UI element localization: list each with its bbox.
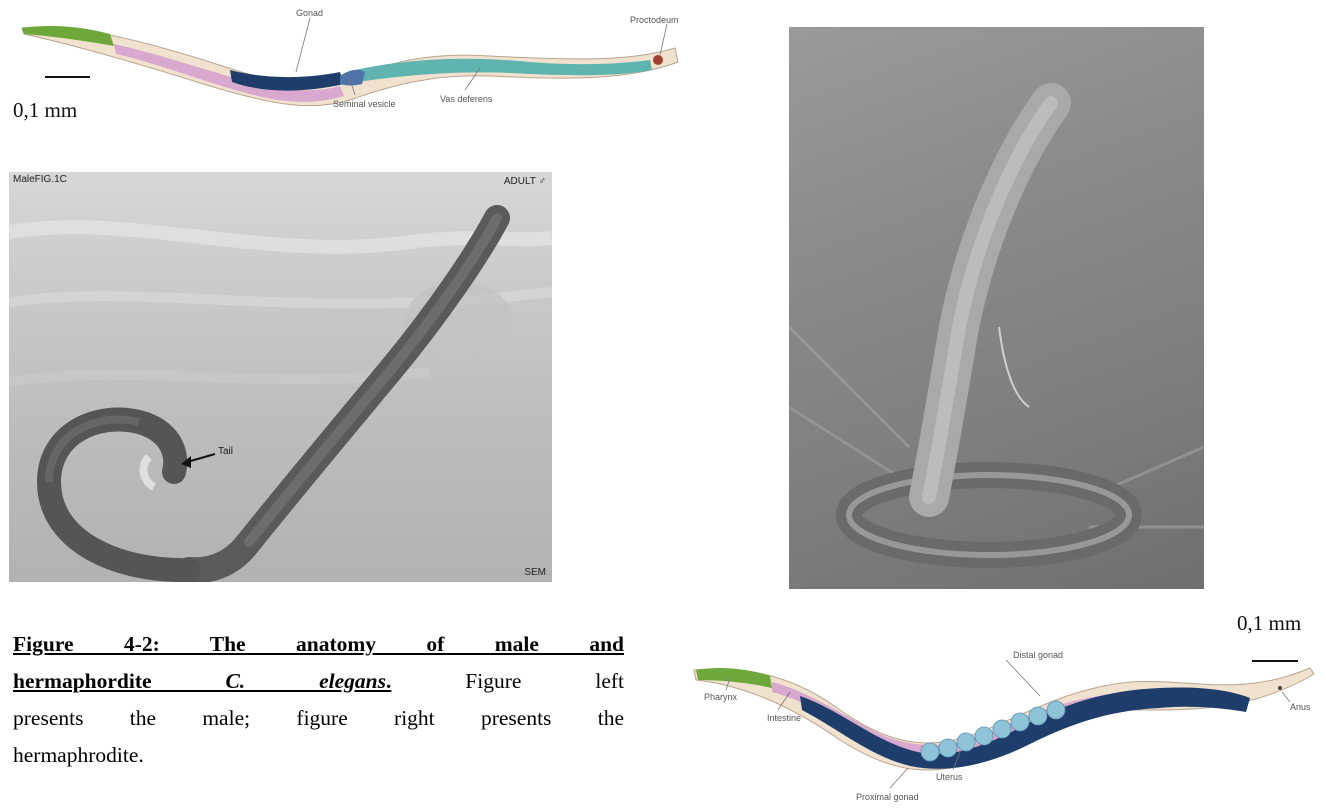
- caption-body-3: hermaphrodite.: [13, 743, 144, 767]
- distal-gonad-label: Distal gonad: [1013, 650, 1063, 660]
- pharynx-label: Pharynx: [704, 692, 737, 702]
- hermaphrodite-sem-image: [789, 27, 1204, 589]
- anus-label: Anus: [1290, 702, 1311, 712]
- male-anatomy-diagram: [10, 0, 700, 130]
- hermaphrodite-anatomy-diagram: [690, 640, 1320, 808]
- uterus-label: Uterus: [936, 772, 963, 782]
- caption-line-3: presents the male; figure right presents…: [13, 700, 624, 737]
- caption-body-1: Figure left: [391, 669, 624, 693]
- male-sem-tail-label: Tail: [218, 446, 233, 457]
- hermaphrodite-scale-bar: [1252, 660, 1298, 662]
- caption-line-4: hermaphrodite.: [13, 737, 624, 774]
- caption-title: Figure 4-2: The anatomy of male and: [13, 632, 624, 656]
- caption-line-2: hermaphordite C. elegans. Figure left: [13, 663, 624, 700]
- gonad-label: Gonad: [296, 8, 323, 18]
- figure-caption: Figure 4-2: The anatomy of male and herm…: [13, 626, 624, 774]
- proctodeum-label: Proctodeum: [630, 15, 679, 25]
- male-sem-figure-id: MaleFIG.1C: [13, 174, 67, 185]
- caption-body-2: presents the male; figure right presents…: [13, 706, 624, 730]
- caption-genus: C. elegans: [225, 669, 386, 693]
- male-scale-label: 0,1 mm: [13, 98, 77, 123]
- hermaphrodite-worm-shape: [789, 27, 1204, 589]
- seminal-vesicle-label: Seminal vesicle: [333, 99, 396, 109]
- male-worm-shape: [9, 172, 552, 582]
- vas-deferens-label: Vas deferens: [440, 94, 492, 104]
- caption-title-cont: hermaphordite: [13, 669, 152, 693]
- proximal-gonad-label: Proximal gonad: [856, 792, 919, 802]
- caption-title-line: Figure 4-2: The anatomy of male and: [13, 626, 624, 663]
- male-sem-adult-label: ADULT ♂: [504, 176, 546, 187]
- male-sem-method-label: SEM: [524, 567, 546, 578]
- intestine-label: Intestine: [767, 713, 801, 723]
- hermaphrodite-scale-label: 0,1 mm: [1237, 611, 1301, 636]
- male-scale-bar: [45, 76, 90, 78]
- male-sem-image: MaleFIG.1C ADULT ♂ Tail SEM: [9, 172, 552, 582]
